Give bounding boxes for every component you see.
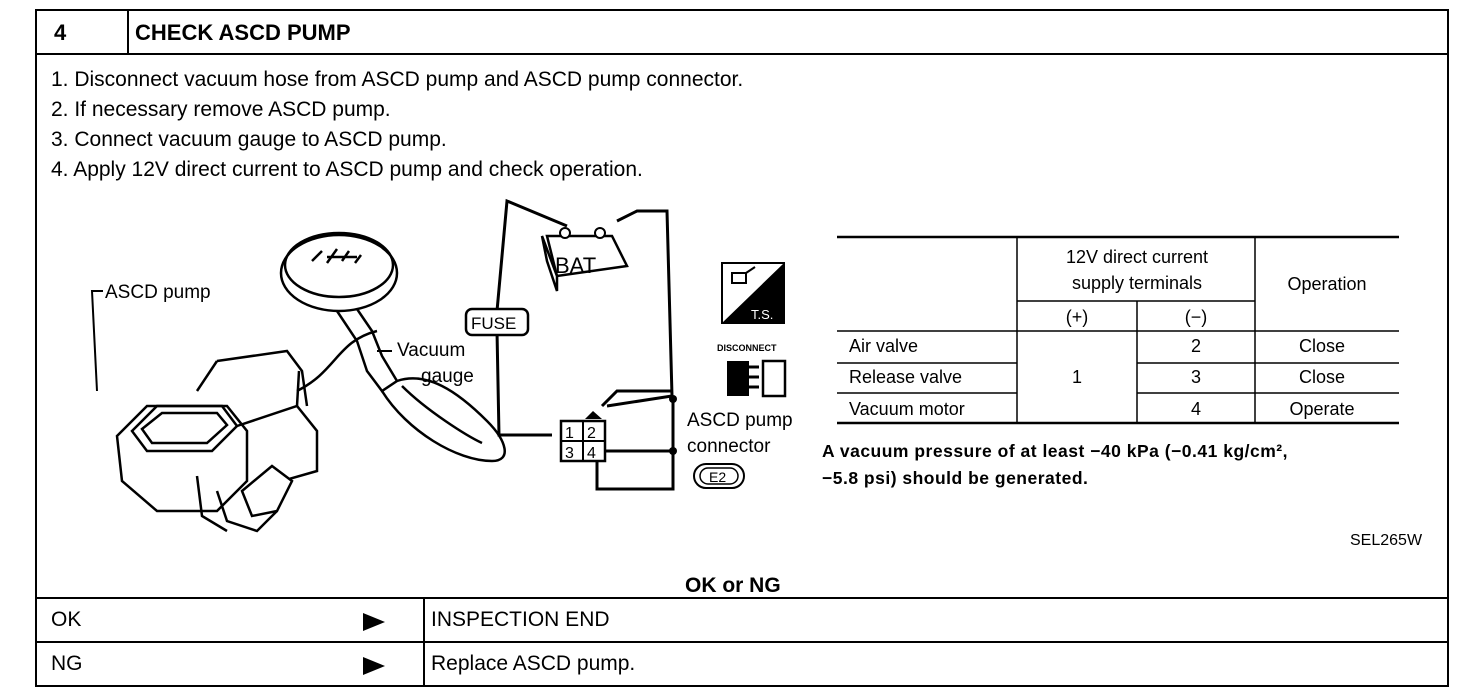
row-minus-2: 3 xyxy=(1191,367,1201,387)
circuit-wiring xyxy=(495,198,675,491)
figure-code: SEL265W xyxy=(1350,532,1423,549)
row-minus-1: 2 xyxy=(1191,336,1201,356)
step-number: 4 xyxy=(54,20,67,45)
result-key-ok: OK xyxy=(51,608,82,631)
result-divider xyxy=(423,599,425,641)
result-row-ok: OK INSPECTION END xyxy=(37,597,1447,641)
connector-code: E2 xyxy=(709,469,726,485)
operation-table-text: 12V direct current supply terminals Oper… xyxy=(849,247,1367,419)
connector-terminals: 1 2 3 4 xyxy=(559,395,677,463)
row-minus-3: 4 xyxy=(1191,399,1201,419)
bat-label: BAT xyxy=(555,253,596,278)
procedure-step-4: 4. Apply 12V direct current to ASCD pump… xyxy=(51,158,643,181)
procedure-step-3: 3. Connect vacuum gauge to ASCD pump. xyxy=(51,128,447,151)
pump-leader-line xyxy=(90,290,103,392)
row-part-1: Air valve xyxy=(849,336,918,356)
procedure-step-1: 1. Disconnect vacuum hose from ASCD pump… xyxy=(51,68,744,91)
row-part-2: Release valve xyxy=(849,367,962,387)
result-row-ng: NG Replace ASCD pump. xyxy=(37,641,1447,685)
note-line-1: A vacuum pressure of at least −40 kPa (−… xyxy=(822,441,1288,461)
result-value-ok: INSPECTION END xyxy=(431,608,610,631)
header-operation: Operation xyxy=(1287,274,1366,294)
row-operation-1: Close xyxy=(1299,336,1345,356)
inspection-frame: 4 CHECK ASCD PUMP 1. Disconnect vacuum h… xyxy=(35,9,1449,687)
note-line-2: −5.8 psi) should be generated. xyxy=(822,468,1089,488)
procedure-step-2: 2. If necessary remove ASCD pump. xyxy=(51,98,391,121)
battery-symbol: BAT xyxy=(540,227,629,292)
fuse-label: FUSE xyxy=(471,314,516,333)
step-header: 4 CHECK ASCD PUMP xyxy=(37,11,1447,55)
pump-illustration xyxy=(115,231,506,533)
row-part-3: Vacuum motor xyxy=(849,399,965,419)
disconnect-icon xyxy=(727,359,787,398)
header-supply-2: supply terminals xyxy=(1072,273,1202,293)
header-divider xyxy=(127,11,129,53)
vacuum-pressure-note: A vacuum pressure of at least −40 kPa (−… xyxy=(822,438,1288,492)
result-divider xyxy=(423,643,425,685)
connector-code-badge: E2 xyxy=(693,463,745,489)
step-title: CHECK ASCD PUMP xyxy=(135,20,351,45)
plus-value: 1 xyxy=(1072,367,1082,387)
gauge-label-2: gauge xyxy=(421,366,474,387)
header-supply-1: 12V direct current xyxy=(1066,247,1208,267)
result-title: OK or NG xyxy=(685,574,781,597)
right-arrow-icon xyxy=(363,613,385,631)
pump-label: ASCD pump xyxy=(105,282,211,303)
terminal-1: 1 xyxy=(565,425,574,442)
connector-label-2: connector xyxy=(687,436,771,457)
ts-label: T.S. xyxy=(751,307,773,322)
procedure-steps: 1. Disconnect vacuum hose from ASCD pump… xyxy=(51,65,743,185)
header-minus: (−) xyxy=(1185,307,1208,327)
ts-icon: T.S. xyxy=(721,262,785,324)
gauge-label-1: Vacuum xyxy=(397,340,465,361)
terminal-3: 3 xyxy=(565,445,574,462)
terminal-2: 2 xyxy=(587,425,596,442)
operation-table-lines xyxy=(837,235,1399,425)
row-operation-3: Operate xyxy=(1289,399,1354,419)
pump-test-diagram: ASCD pump Vacuum gauge BAT FUSE 1 2 xyxy=(90,198,1399,533)
right-arrow-icon xyxy=(363,657,385,675)
result-value-ng: Replace ASCD pump. xyxy=(431,652,636,675)
terminal-4: 4 xyxy=(587,445,596,462)
row-operation-2: Close xyxy=(1299,367,1345,387)
header-plus: (+) xyxy=(1066,307,1089,327)
disconnect-label: DISCONNECT xyxy=(717,343,777,353)
result-key-ng: NG xyxy=(51,652,83,675)
connector-label-1: ASCD pump xyxy=(687,410,793,431)
fuse-symbol: FUSE xyxy=(464,307,530,337)
